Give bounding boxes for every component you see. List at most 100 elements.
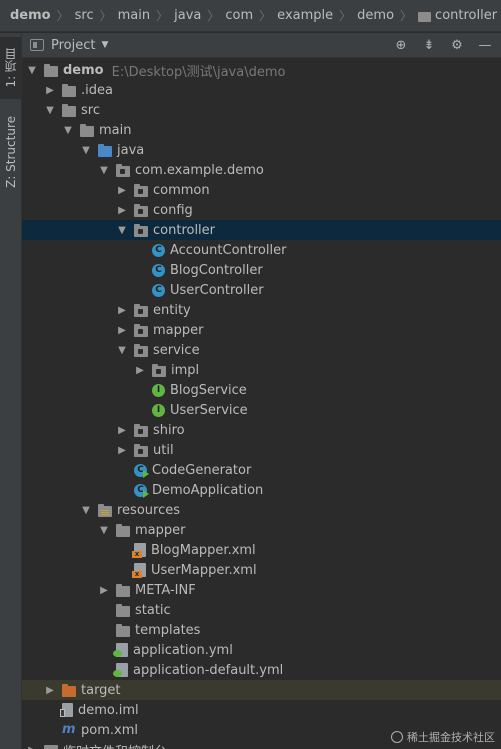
tree-node-demo-application[interactable]: C DemoApplication — [22, 480, 501, 500]
tree-node-label: target — [81, 682, 121, 698]
tree-node-code-generator[interactable]: C CodeGenerator — [22, 460, 501, 480]
breadcrumb-item[interactable]: java — [174, 8, 202, 23]
tree-node-resources[interactable]: ▼ resources — [22, 500, 501, 520]
breadcrumb: demo 〉 src 〉 main 〉 java 〉 com 〉 example… — [0, 0, 501, 32]
java-interface-icon: I — [152, 383, 165, 397]
tree-node-label: impl — [171, 362, 200, 378]
chevron-down-icon[interactable]: ▼ — [100, 164, 108, 176]
breadcrumb-item[interactable]: demo — [357, 8, 395, 23]
tree-node-pom-xml[interactable]: m pom.xml — [22, 720, 501, 740]
tree-node-blog-controller[interactable]: C BlogController — [22, 260, 501, 280]
tree-node-label: application-default.yml — [133, 662, 284, 678]
breadcrumb-item[interactable]: src — [74, 8, 94, 23]
chevron-right-icon[interactable]: ▶ — [118, 444, 126, 456]
tree-node-config[interactable]: ▶ config — [22, 200, 501, 220]
chevron-down-icon[interactable]: ▼ — [100, 524, 108, 536]
project-panel-header: Project ▼ ⊕ ⇟ ⚙ — — [22, 33, 501, 58]
chevron-down-icon[interactable]: ▼ — [28, 64, 36, 76]
tree-node-target[interactable]: ▶ target — [22, 680, 501, 700]
tree-node-application-default-yml[interactable]: application-default.yml — [22, 660, 501, 680]
chevron-down-icon[interactable]: ▼ — [64, 124, 72, 136]
chevron-right-icon: 〉 — [156, 9, 169, 23]
breadcrumb-item[interactable]: com — [225, 8, 254, 23]
tree-node-user-controller[interactable]: C UserController — [22, 280, 501, 300]
chevron-right-icon[interactable]: ▶ — [118, 184, 126, 196]
chevron-down-icon[interactable]: ▼ — [118, 224, 126, 236]
tree-node-label: UserController — [170, 282, 264, 298]
module-folder-icon — [44, 63, 58, 77]
tree-node-account-controller[interactable]: C AccountController — [22, 240, 501, 260]
project-view-selector[interactable]: Project ▼ — [22, 38, 108, 53]
tree-node-label: DemoApplication — [152, 482, 264, 498]
chevron-right-icon[interactable]: ▶ — [118, 424, 126, 436]
tree-node-static[interactable]: static — [22, 600, 501, 620]
folder-icon — [418, 11, 432, 22]
java-class-icon: C — [152, 243, 165, 257]
tree-node-res-mapper[interactable]: ▼ mapper — [22, 520, 501, 540]
package-icon — [116, 163, 130, 177]
chevron-right-icon[interactable]: ▶ — [118, 324, 126, 336]
tree-node-entity[interactable]: ▶ entity — [22, 300, 501, 320]
tree-node-user-mapper-xml[interactable]: UserMapper.xml — [22, 560, 501, 580]
tree-node-service[interactable]: ▼ service — [22, 340, 501, 360]
chevron-down-icon[interactable]: ▼ — [118, 344, 126, 356]
tree-node-impl[interactable]: ▶ impl — [22, 360, 501, 380]
tree-node-label: src — [81, 102, 100, 118]
tree-node-label: config — [153, 202, 193, 218]
chevron-right-icon[interactable]: ▶ — [118, 204, 126, 216]
tree-node-util[interactable]: ▶ util — [22, 440, 501, 460]
chevron-right-icon[interactable]: ▶ — [118, 304, 126, 316]
locate-icon[interactable]: ⊕ — [395, 37, 407, 53]
tree-node-mapper[interactable]: ▶ mapper — [22, 320, 501, 340]
tree-node-idea[interactable]: ▶ .idea — [22, 80, 501, 100]
chevron-right-icon[interactable]: ▶ — [46, 84, 54, 96]
tree-node-demo[interactable]: ▼ demo E:\Desktop\测试\java\demo — [22, 60, 501, 80]
chevron-right-icon[interactable]: ▶ — [26, 740, 38, 749]
tree-node-blog-mapper-xml[interactable]: BlogMapper.xml — [22, 540, 501, 560]
breadcrumb-item[interactable]: example — [277, 8, 334, 23]
watermark: 稀土掘金技术社区 — [391, 729, 495, 745]
tree-node-common[interactable]: ▶ common — [22, 180, 501, 200]
breadcrumb-item[interactable]: main — [117, 8, 151, 23]
tree-node-src[interactable]: ▼ src — [22, 100, 501, 120]
package-icon — [134, 323, 148, 337]
chevron-down-icon[interactable]: ▼ — [82, 504, 90, 516]
tree-node-label: demo — [63, 62, 104, 78]
chevron-down-icon[interactable]: ▼ — [46, 104, 54, 116]
source-folder-icon — [98, 143, 112, 157]
chevron-right-icon[interactable]: ▶ — [100, 584, 108, 596]
chevron-down-icon[interactable]: ▼ — [82, 144, 90, 156]
tree-node-shiro[interactable]: ▶ shiro — [22, 420, 501, 440]
tree-node-label: BlogService — [170, 382, 247, 398]
tree-node-label: application.yml — [133, 642, 233, 658]
collapse-all-icon[interactable]: ⇟ — [423, 37, 435, 53]
tree-node-label: java — [117, 142, 145, 158]
tree-node-label: util — [153, 442, 174, 458]
tree-node-label: shiro — [153, 422, 185, 438]
tree-node-main[interactable]: ▼ main — [22, 120, 501, 140]
tree-node-templates[interactable]: templates — [22, 620, 501, 640]
spring-yml-icon — [113, 643, 128, 657]
minimize-icon[interactable]: — — [478, 37, 492, 53]
tree-node-application-yml[interactable]: application.yml — [22, 640, 501, 660]
chevron-right-icon[interactable]: ▶ — [136, 364, 144, 376]
gear-icon[interactable]: ⚙ — [451, 37, 463, 53]
tree-node-demo-iml[interactable]: demo.iml — [22, 700, 501, 720]
chevron-right-icon[interactable]: ▶ — [46, 684, 54, 696]
package-icon — [134, 423, 148, 437]
breadcrumb-item[interactable]: demo — [10, 8, 51, 23]
tree-node-meta-inf[interactable]: ▶ META-INF — [22, 580, 501, 600]
juejin-logo-icon — [391, 731, 403, 743]
tab-project[interactable]: 1: 项目 — [0, 37, 21, 99]
tree-node-user-service[interactable]: I UserService — [22, 400, 501, 420]
tab-structure[interactable]: Z: Structure — [0, 107, 21, 197]
folder-icon — [116, 523, 130, 537]
tree-node-blog-service[interactable]: I BlogService — [22, 380, 501, 400]
maven-icon: m — [62, 722, 76, 737]
tree-node-package[interactable]: ▼ com.example.demo — [22, 160, 501, 180]
tree-node-controller[interactable]: ▼ controller — [22, 220, 501, 240]
tree-node-scratches[interactable]: ▶ 临时文件和控制台 — [22, 740, 501, 749]
tree-node-java[interactable]: ▼ java — [22, 140, 501, 160]
breadcrumb-item[interactable]: controller — [435, 8, 498, 23]
tree-node-label: demo.iml — [78, 702, 139, 718]
